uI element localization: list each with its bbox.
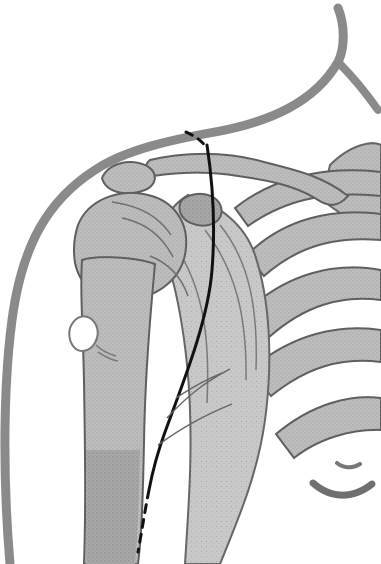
lower-rib-curve — [313, 483, 372, 495]
acromion — [102, 162, 155, 193]
coracoid-process — [180, 194, 222, 226]
clavicle — [146, 154, 348, 205]
rib-5 — [276, 397, 381, 458]
lower-rib-small — [337, 463, 360, 467]
lesser-tuberosity — [69, 316, 97, 351]
neck-outline — [338, 62, 378, 110]
humerus-lower-darker — [86, 450, 140, 564]
rib-2 — [247, 212, 381, 276]
